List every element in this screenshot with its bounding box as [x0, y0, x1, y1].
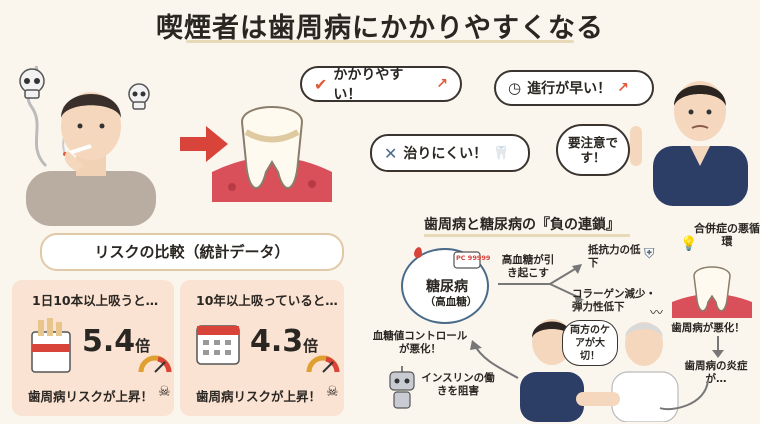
risk-multiplier: 4.3倍 [250, 324, 319, 359]
care-bubble: 両方のケアが大切！ [562, 320, 618, 366]
high-glucose-label: 高血糖が引き起こす [501, 254, 555, 279]
bubble-caution: 要注意です！ [556, 124, 630, 176]
handshake-illustration [520, 319, 679, 422]
risk-card-foot: 歯周病リスクが上昇！ [28, 389, 154, 404]
cycle-arrows [470, 340, 709, 411]
diabetes-sublabel: （高血糖） [424, 296, 478, 308]
inflammation-label: 歯周病の炎症が… [684, 360, 748, 385]
cracked-tooth-icon: 🦷 [493, 145, 510, 161]
bubble-hard-label: 治りにくい！ [403, 146, 488, 162]
risk-multiplier: 5.4倍 [82, 324, 151, 359]
smoker-illustration [26, 65, 156, 226]
collagen-label: コラーゲン減少・弾力性低下 [572, 288, 656, 313]
skull-icon [128, 83, 150, 110]
gauge-icon [138, 355, 172, 373]
glucose-control-label: 血糖値コントロールが悪化！ [372, 330, 468, 355]
inflamed-tooth-icon [672, 266, 752, 318]
robot-icon [389, 366, 415, 409]
check-icon: ✔ [314, 74, 328, 94]
skull-icon: ☠ [158, 384, 171, 400]
bubble-fast-label: 進行が早い！ [527, 81, 612, 97]
bubble-progress-fast: ◷ 進行が早い！ ↗ [494, 70, 654, 106]
diseased-tooth-illustration [212, 106, 332, 202]
risk-card-head: 10年以上吸っていると… [196, 293, 338, 308]
diabetes-circle [401, 247, 489, 324]
gauge-icon [306, 355, 340, 373]
care-bubble-label: 両方のケアが大切！ [570, 324, 610, 362]
bubble-easy-to-catch: ✔ かかりやすい！ ↗ [300, 66, 462, 103]
arrow-down-icon [712, 336, 724, 358]
calendar-icon [196, 325, 240, 365]
clock-icon: ◷ [508, 79, 522, 97]
x-icon: ✕ [384, 143, 398, 163]
risk-card-years: 10年以上吸っていると… 4.3倍 歯周病リスクが上昇！ ☠ [180, 280, 344, 416]
skull-icon [19, 68, 45, 99]
skull-icon: ☠ [326, 384, 339, 400]
bubble-hard-to-heal: ✕ 治りにくい！ 🦷 [370, 134, 530, 172]
resistance-label: 抵抗力の低下 [588, 244, 641, 269]
bubble-easy-label: かかりやすい！ [333, 67, 404, 103]
glucose-meter-label: PC 99999 [456, 254, 491, 262]
risk-card-foot: 歯周病リスクが上昇！ [196, 389, 322, 404]
dentist-illustration [630, 81, 748, 206]
risk-card-daily: 1日10本以上吸うと… 5.4倍 歯周病リスクが上昇！ ☠ [12, 280, 174, 416]
risk-card-head: 1日10本以上吸うと… [32, 293, 159, 308]
arrow-up-icon: ↗ [436, 76, 448, 92]
arrow-up-icon: ↗ [617, 80, 629, 96]
vicious-cycle-title: 歯周病と糖尿病の『負の連鎖』 [424, 217, 620, 233]
title-underline [186, 40, 574, 43]
bubble-caution-label: 要注意です！ [567, 135, 618, 165]
diabetes-label: 糖尿病 [426, 279, 468, 295]
spring-icon: 〰 [650, 306, 664, 321]
page-title: 喫煙者は歯周病にかかりやすくなる [156, 13, 604, 44]
cigarette-pack-icon [31, 318, 71, 373]
insulin-label: インスリンの働きを阻害 [421, 372, 495, 397]
branch-arrows [498, 264, 584, 302]
broken-shield-icon: ⛨ [644, 246, 655, 262]
complication-badge: 合併症の悪循環 [694, 222, 760, 248]
risk-title: リスクの比較（統計データ） [94, 243, 290, 261]
vicious-title-underline [424, 234, 630, 237]
worse-label: 歯周病が悪化！ [671, 322, 745, 334]
lightbulb-icon: 💡 [680, 236, 698, 252]
risk-title-pill [40, 233, 344, 271]
arrow-right-icon [180, 126, 228, 162]
